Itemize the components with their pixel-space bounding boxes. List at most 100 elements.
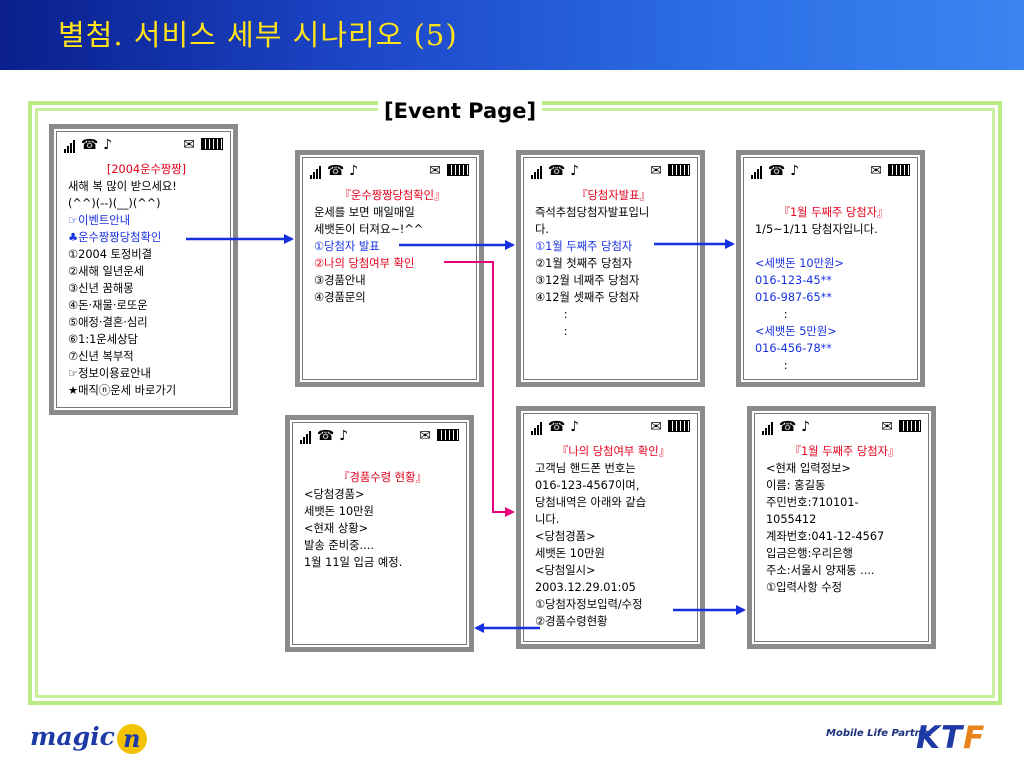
- signal-icon: ☎ ♪: [64, 137, 112, 153]
- battery-icon: [668, 420, 690, 432]
- screen-line: 운세를 보면 매일매일: [314, 206, 415, 219]
- signal-icon: ☎ ♪: [531, 163, 579, 179]
- screen-line: 1/5~1/11 당첨자입니다.: [755, 223, 878, 236]
- screen-line: ⑦신년 복부적: [68, 350, 134, 363]
- screen-line: ③경품안내: [314, 274, 366, 287]
- screen-line: ☞정보이용료안내: [68, 367, 151, 380]
- battery-icon: [899, 420, 921, 432]
- screen-line[interactable]: ②나의 당첨여부 확인: [314, 257, 415, 270]
- screen-line[interactable]: <세뱃돈 5만원>: [755, 325, 837, 338]
- phone-status-bar: ☎ ♪✉: [300, 426, 459, 446]
- signal-icon: ☎ ♪: [310, 163, 358, 179]
- music-note-icon: ♪: [344, 163, 359, 179]
- signal-icon: ☎ ♪: [762, 419, 810, 435]
- screen-line: :: [535, 308, 568, 321]
- screen-line: 세뱃돈이 터져요~!^^: [314, 223, 424, 236]
- screen-line[interactable]: ♣운수짱짱당첨확인: [68, 231, 162, 244]
- screen-line: 『당첨자발표』: [576, 189, 651, 202]
- screen-line: 즉석추첨당첨자발표입니: [535, 206, 650, 219]
- screen-line: ①당첨자정보입력/수정: [535, 598, 643, 611]
- screen-line[interactable]: 016-987-65**: [755, 291, 832, 304]
- screen-line: <현재 입력정보>: [766, 462, 851, 475]
- screen-line: 발송 준비중....: [304, 539, 374, 552]
- phone-status-bar: ☎ ♪✉: [64, 135, 223, 155]
- envelope-icon: ✉: [429, 163, 441, 179]
- phone-screen-text: 『경품수령 현황』<당첨경품>세뱃돈 10만원<현재 상황>발송 준비중....…: [304, 452, 461, 571]
- phone-screen-text: 『1월 두째주 당첨자』1/5~1/11 당첨자입니다.<세뱃돈 10만원>01…: [755, 187, 912, 374]
- screen-line: 다.: [535, 223, 549, 236]
- envelope-icon: ✉: [650, 419, 662, 435]
- screen-line: <당첨일시>: [535, 564, 596, 577]
- envelope-icon: ✉: [870, 163, 882, 179]
- screen-line[interactable]: ☞이벤트안내: [68, 214, 131, 227]
- logo-n-mark: n: [116, 723, 147, 754]
- screen-line[interactable]: ①1월 두째주 당첨자: [535, 240, 633, 253]
- frame-title: [Event Page]: [378, 99, 543, 123]
- screen-line: 새해 복 많이 받으세요!: [68, 180, 177, 193]
- screen-line[interactable]: <세뱃돈 10만원>: [755, 257, 844, 270]
- phone-status-bar: ☎ ♪ ✉: [531, 417, 690, 437]
- battery-icon: [437, 429, 459, 441]
- ktf-logo-kt: KT: [916, 720, 964, 756]
- screen-line: 세뱃돈 10만원: [304, 505, 374, 518]
- arrow-check-to-result: [444, 261, 515, 517]
- phone-status-bar: ☎ ♪✉: [762, 417, 921, 437]
- screen-line: ②새해 일년운세: [68, 265, 145, 278]
- ktf-logo: KTF: [916, 720, 985, 756]
- music-note-icon: ♪: [796, 419, 811, 435]
- screen-line: 『경품수령 현황』: [338, 471, 427, 484]
- screen-line: ③12월 네째주 당첨자: [535, 274, 640, 287]
- signal-icon: ☎ ♪: [300, 428, 348, 444]
- screen-line[interactable]: ①당첨자 발표: [314, 240, 380, 253]
- signal-icon: ☎ ♪: [531, 419, 579, 435]
- screen-line: ②1월 첫째주 당첨자: [535, 257, 633, 270]
- screen-line: <현재 상황>: [304, 522, 369, 535]
- screen-line: ①입력사항 수정: [766, 581, 843, 594]
- phone-icon: ☎: [774, 419, 797, 435]
- screen-line: :: [755, 308, 788, 321]
- screen-line: ②경품수령현황: [535, 615, 608, 628]
- phone-prize-status: ☎ ♪✉『경품수령 현황』<당첨경품>세뱃돈 10만원<현재 상황>발송 준비중…: [285, 415, 474, 652]
- screen-line: 『1월 두째주 당첨자』: [789, 445, 900, 458]
- phone-main-menu: ☎ ♪✉[2004운수짱짱]새해 복 많이 받으세요!(^^)(--)(__)(…: [49, 124, 238, 415]
- screen-line[interactable]: 016-456-78**: [755, 342, 832, 355]
- screen-line: 『나의 당첨여부 확인』: [557, 445, 670, 458]
- phone-my-result: ☎ ♪ ✉ 『나의 당첨여부 확인』 고객님 핸드폰 번호는 016-123-4567이…: [516, 406, 705, 649]
- screen-line: ③신년 꿈해몽: [68, 282, 134, 295]
- music-note-icon: ♪: [565, 419, 580, 435]
- screen-line: 016-123-4567이며,: [535, 479, 640, 492]
- screen-line: ⑤애정·결혼·심리: [68, 316, 148, 329]
- screen-line: 이름: 홍길동: [766, 479, 826, 492]
- screen-line[interactable]: 016-123-45**: [755, 274, 832, 287]
- screen-line: :: [755, 359, 788, 372]
- battery-icon: [668, 164, 690, 176]
- phone-status-bar: ☎ ♪ ✉: [310, 161, 469, 181]
- partner-slogan: Mobile Life Partner: [826, 728, 934, 739]
- phone-week2-winners: ☎ ♪✉『1월 두째주 당첨자』1/5~1/11 당첨자입니다.<세뱃돈 10만…: [736, 150, 925, 387]
- music-note-icon: ♪: [334, 428, 349, 444]
- screen-line: 주민번호:710101-: [766, 496, 859, 509]
- phone-icon: ☎: [543, 419, 566, 435]
- phone-icon: ☎: [322, 163, 345, 179]
- screen-line: 고객님 핸드폰 번호는: [535, 462, 636, 475]
- phone-icon: ☎: [76, 137, 99, 153]
- screen-line: ④경품문의: [314, 291, 366, 304]
- screen-line: 2003.12.29.01:05: [535, 581, 636, 594]
- screen-line: 1055412: [766, 513, 817, 526]
- page-title: 별첨. 서비스 세부 시나리오 (5): [58, 18, 458, 52]
- screen-line: 주소:서울시 양재동 ....: [766, 564, 875, 577]
- ktf-logo-f: F: [963, 720, 986, 756]
- screen-line: (^^)(--)(__)(^^): [68, 197, 161, 210]
- phone-icon: ☎: [312, 428, 335, 444]
- phone-icon: ☎: [763, 163, 786, 179]
- battery-icon: [447, 164, 469, 176]
- music-note-icon: ♪: [785, 163, 800, 179]
